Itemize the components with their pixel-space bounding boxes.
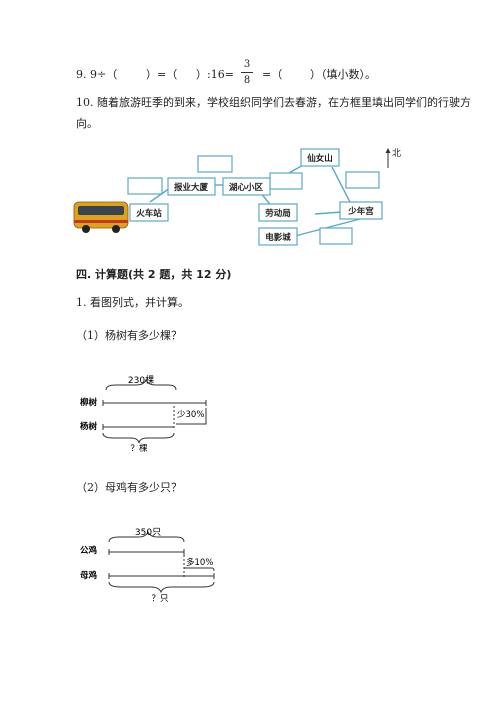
route-map: 火车站 报业大厦 湖心小区 劳动局 仙女山 少年宫 电影城 北 (73, 148, 401, 246)
section-4-title: 四. 计算题(共 2 题，共 12 分) (76, 268, 232, 281)
q9-fraction-numerator: 3 (243, 59, 251, 70)
sub2-row1-label: 公鸡 (80, 545, 98, 556)
sub1-diff: 少30% (177, 410, 204, 420)
sub2-diff-bracket (184, 567, 215, 572)
label-lake-district: 湖心小区 (229, 182, 264, 193)
q10-line1: 10. 随着旅游旺季的到来，学校组织同学们去春游，在方框里填出同学们的行驶方 (76, 96, 471, 109)
q9-part4: ）（填小数）。 (310, 68, 376, 81)
sub1-row2-label: 杨树 (80, 421, 98, 432)
sub1-row1-label: 柳树 (80, 397, 98, 408)
place-box-fairy-mountain (300, 148, 340, 167)
place-box-youth-palace (339, 201, 383, 220)
label-newspaper-building: 报业大厦 (174, 182, 209, 193)
bus-icon (73, 201, 129, 233)
route-lines (149, 163, 361, 237)
answer-box-1[interactable] (127, 177, 163, 195)
q9-part2: ）:16= (196, 68, 234, 81)
answer-box-4[interactable] (345, 171, 380, 189)
answer-box-3[interactable] (269, 172, 303, 190)
place-box-lake-district (222, 177, 271, 196)
label-youth-palace: 少年宫 (347, 206, 374, 217)
q1-text: 1. 看图列式，并计算。 (76, 296, 189, 309)
bar-diagram-2: 350只 公鸡 母鸡 多10% ？只 (80, 528, 215, 603)
sub1-title: （1）杨树有多少棵？ (76, 329, 182, 342)
north-label: 北 (392, 148, 401, 159)
place-box-bus-station (129, 203, 169, 222)
sub1-diff-bracket (176, 408, 207, 425)
sub2-unknown: ？只 (151, 594, 169, 603)
q10-line2: 向。 (76, 117, 98, 130)
q9-fraction-denominator: 8 (243, 75, 251, 86)
q9-part3: =（ (262, 68, 283, 81)
sub2-diff: 多10% (186, 557, 213, 568)
place-box-newspaper-building (167, 177, 216, 196)
sub1-top-value: 230棵 (128, 374, 154, 386)
north-arrow-icon (385, 148, 391, 168)
label-labor-bureau: 劳动局 (265, 208, 291, 219)
label-cinema: 电影城 (265, 232, 291, 243)
sub2-top-value: 350只 (135, 528, 161, 538)
place-box-cinema (258, 227, 298, 246)
answer-box-2[interactable] (197, 155, 233, 173)
q9-part1: ）=（ (146, 68, 178, 81)
bar-diagram-1: 230棵 柳树 杨树 少30% ？棵 (80, 374, 207, 452)
q9-fraction-bar (241, 72, 253, 73)
label-fairy-mountain: 仙女山 (307, 153, 333, 164)
sub2-title: （2）母鸡有多少只？ (76, 481, 182, 494)
place-box-labor-bureau (258, 203, 298, 222)
sub1-unknown: ？棵 (130, 443, 148, 452)
label-bus-station: 火车站 (136, 208, 162, 219)
sub2-row2-label: 母鸡 (80, 570, 98, 581)
q9-prefix: 9. 9÷（ (76, 68, 118, 81)
answer-boxes (127, 155, 380, 245)
answer-box-5[interactable] (319, 227, 353, 245)
